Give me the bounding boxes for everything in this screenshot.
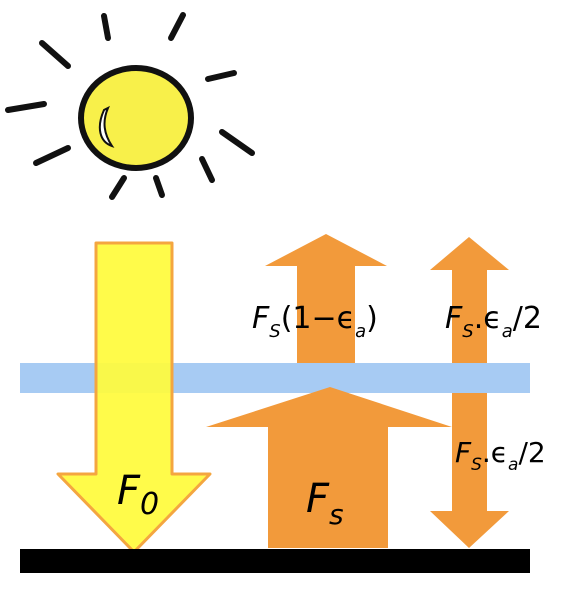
sun-ray — [219, 129, 255, 156]
sun-ray — [168, 12, 186, 41]
atmosphere-down-emission-arrow — [430, 393, 509, 548]
sun-ray — [33, 145, 71, 166]
sun-ray — [199, 156, 215, 183]
atmosphere-up-emission-arrow — [430, 237, 509, 363]
transmitted-flux-arrow — [265, 234, 387, 363]
surface-flux-arrow — [206, 387, 452, 548]
sun-ray — [205, 70, 237, 82]
f0-label: F0 — [117, 468, 159, 522]
sun-ray — [39, 40, 71, 69]
fs-label: Fs — [306, 476, 344, 531]
ground-surface — [20, 549, 530, 573]
sun-icon — [5, 12, 255, 200]
sun-ray — [101, 13, 111, 41]
sun-ray — [153, 175, 165, 198]
sun-highlight — [98, 105, 115, 148]
sun-disc — [78, 65, 194, 171]
sun-ray — [109, 175, 127, 200]
atmosphere-down-emission-label: FS.ϵa/2 — [455, 436, 546, 475]
atmosphere-up-emission-label: FS.ϵa/2 — [445, 301, 542, 342]
sun-ray — [5, 101, 47, 113]
incoming-solar-arrow — [56, 241, 212, 554]
transmitted-flux-label: FS(1−ϵa) — [252, 301, 378, 342]
